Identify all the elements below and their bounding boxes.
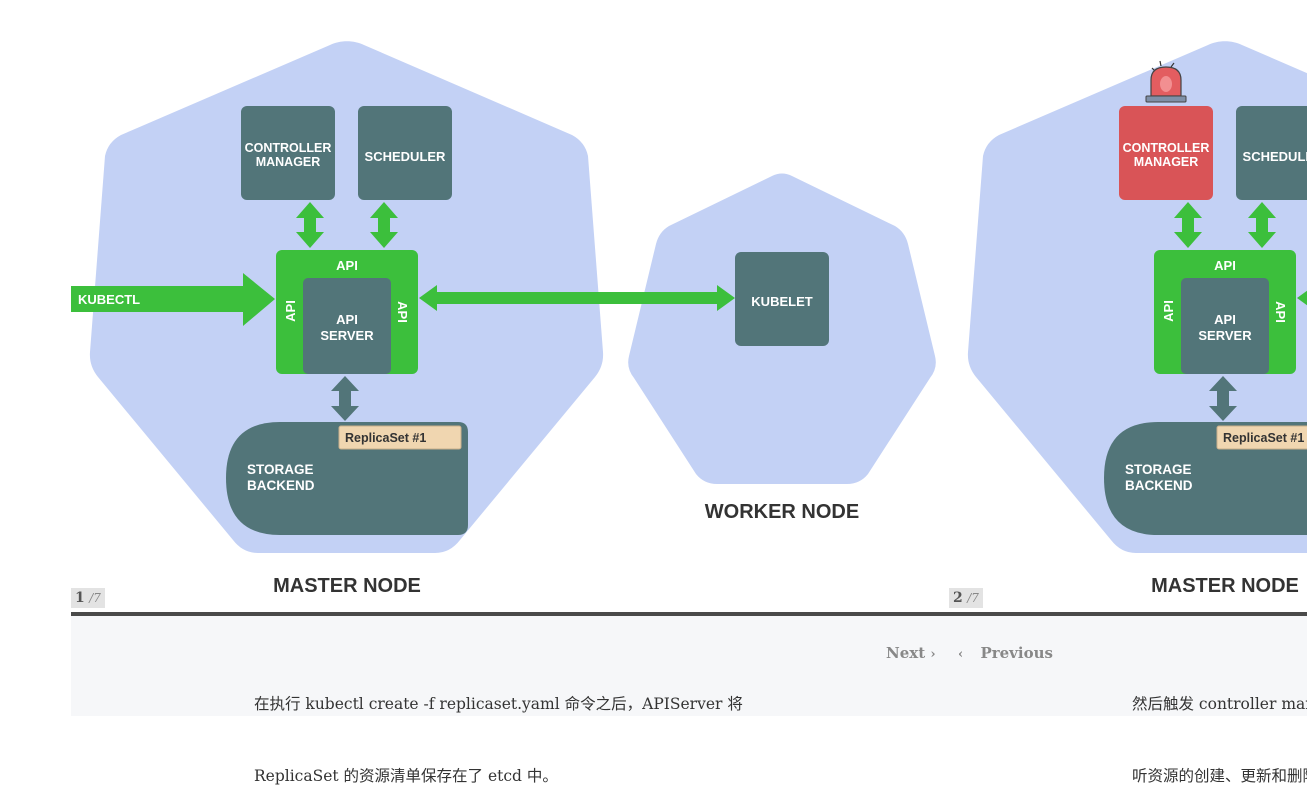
api-storage-arrow-2 [1209,376,1237,421]
slide-counter-1: 1 /7 [71,588,105,608]
siren-icon [1145,60,1187,103]
controller-manager-box [241,106,335,200]
sched-api-arrow-2 [1248,202,1276,248]
next-label: Next [886,644,926,662]
api-kubelet-arrow [419,285,735,311]
slide-2-caption-line-2: 听资源的创建、更新和删除 [1132,767,1307,785]
worker-node-label: WORKER NODE [705,501,859,523]
sched-api-arrow [370,202,398,248]
api-kubelet-arrow-2 [1297,290,1307,306]
scheduler-label-2: SCHEDULER [1243,149,1312,164]
api-left-label: API [283,300,298,322]
previous-button[interactable]: ‹ Previous [958,644,1053,662]
slide-1-caption-line-1: 在执行 kubectl create -f replicaset.yaml 命令… [254,695,743,713]
chevron-right-icon: › [930,647,936,662]
kubectl-arrow [71,273,275,326]
kubelet-box [735,252,829,346]
master-node-label: MASTER NODE [273,575,421,597]
cm-api-arrow [296,202,324,248]
master-node-label-2: MASTER NODE [1151,575,1299,597]
slide-counter-total: /7 [89,591,101,605]
slide-1-caption-line-2: ReplicaSet 的资源清单保存在了 etcd 中。 [254,767,558,785]
caption-panel-2 [949,616,1307,716]
replicaset-label-2: ReplicaSet #1 [1223,431,1304,445]
next-button[interactable]: Next › [886,644,936,662]
kubectl-label: KUBECTL [78,292,140,307]
slide-2-caption-line-1: 然后触发 controller manager 中 [1132,695,1307,713]
slide-counter-2: 2 /7 [949,588,983,608]
slide-counter-total-2: /7 [967,591,979,605]
slide-divider-1 [71,612,949,617]
slide-1-caption: 在执行 kubectl create -f replicaset.yaml 命令… [254,644,754,812]
storage-backend-shape [226,422,468,535]
api-right-label-2: API [1273,301,1288,323]
api-top-label-2: API [1214,258,1236,273]
api-server-box-2 [1181,278,1269,374]
api-right-label: API [395,301,410,323]
api-left-label-2: API [1161,300,1176,322]
slide-counter-current-2: 2 [953,590,963,606]
kubelet-label: KUBELET [751,294,812,309]
scheduler-box-2 [1236,106,1307,200]
caption-panel-1 [71,616,949,716]
api-top-label: API [336,258,358,273]
cm-api-arrow-2 [1174,202,1202,248]
scheduler-box [358,106,452,200]
replicaset-tag-2 [1216,425,1307,450]
slide-divider-2 [949,612,1307,617]
api-storage-arrow [331,376,359,421]
chevron-left-icon: ‹ [958,647,964,662]
replicaset-tag [338,425,462,450]
storage-backend-shape-2 [1104,422,1307,535]
slide-2-caption: 然后触发 controller manager 中 听资源的创建、更新和删除 [1132,644,1307,812]
previous-label: Previous [980,644,1053,662]
api-server-box [303,278,391,374]
scheduler-label: SCHEDULER [365,149,447,164]
replicaset-label: ReplicaSet #1 [345,431,426,445]
controller-manager-box-alert [1119,106,1213,200]
slide-counter-current: 1 [75,590,85,606]
